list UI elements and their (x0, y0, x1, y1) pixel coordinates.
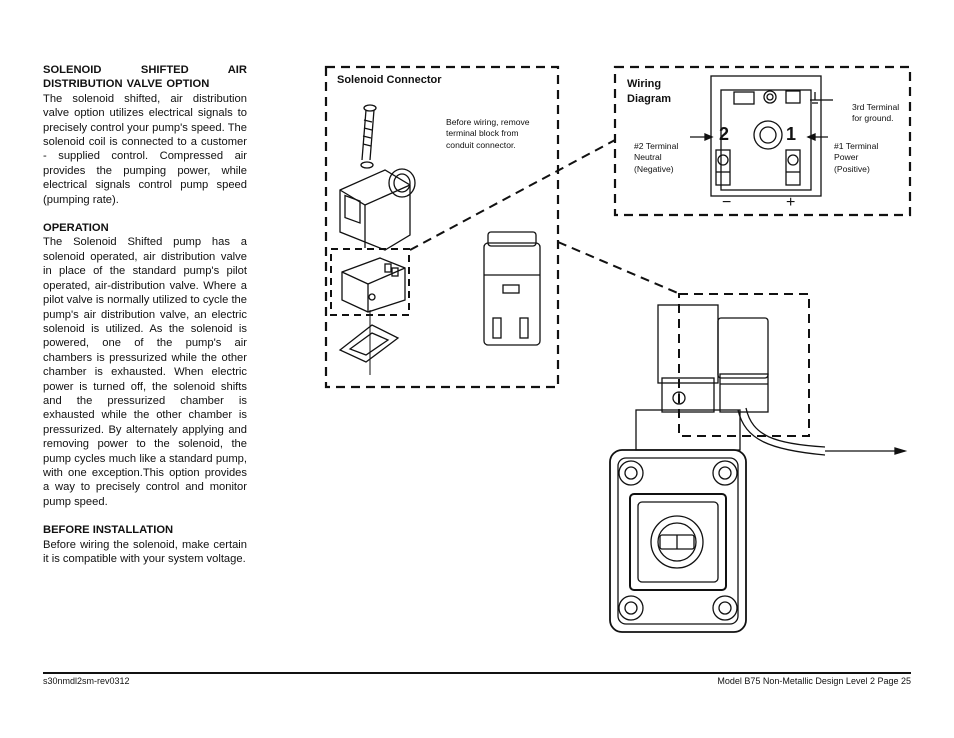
terminal-block-highlight (330, 248, 410, 316)
terminal-1-label: 1 (786, 124, 797, 144)
section-body-operation: The Solenoid Shifted pump has a solenoid… (43, 236, 247, 508)
section-title-solenoid: SOLENOID SHIFTED AIR DISTRIBUTION VALVE … (43, 64, 247, 91)
footer-divider (43, 672, 911, 674)
ground-label-line1: 3rd Terminal (852, 102, 900, 112)
neutral-label-line1: #2 Terminal (634, 141, 679, 151)
section-body-before-installation: Before wiring the solenoid, make certain… (43, 538, 247, 565)
plus-sign: + (786, 194, 796, 211)
power-label-line1: #1 Terminal (834, 141, 879, 151)
valve-connector-highlight (678, 293, 810, 437)
terminal-2-label: 2 (719, 124, 730, 144)
section-title-before-installation: BEFORE INSTALLATION (43, 524, 174, 537)
section-title-operation: OPERATION (43, 222, 109, 235)
connector-note: Before wiring, remove terminal block fro… (446, 117, 530, 150)
ground-label-line2: for ground. (852, 113, 894, 123)
power-label-line2: Power (834, 152, 859, 162)
connector-box-title: Solenoid Connector (337, 74, 442, 86)
footer-document-code: s30nmdl2sm-rev0312 (43, 676, 130, 686)
section-body-solenoid: The solenoid shifted, air distribution v… (43, 92, 247, 206)
text-column: SOLENOID SHIFTED AIR DISTRIBUTION VALVE … (43, 63, 247, 580)
connector-box-frame (324, 65, 560, 389)
power-label-line3: (Positive) (834, 164, 870, 174)
footer-page-info: Model B75 Non-Metallic Design Level 2 Pa… (717, 676, 911, 686)
neutral-label-line3: (Negative) (634, 164, 674, 174)
neutral-label-line2: Neutral (634, 152, 662, 162)
wiring-title-line2: Diagram (627, 93, 672, 105)
wiring-title-line1: Wiring (627, 78, 662, 90)
minus-sign: − (722, 194, 732, 211)
